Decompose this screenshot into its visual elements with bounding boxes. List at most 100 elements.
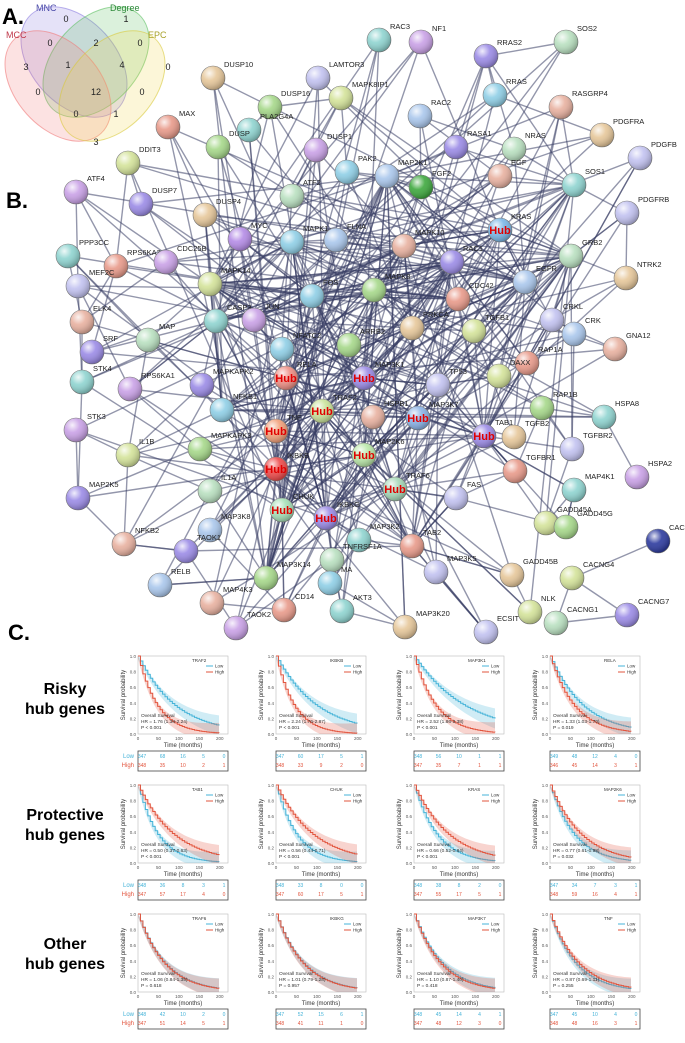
network-node-mapk14[interactable]: MAPK14 — [197, 266, 251, 297]
network-node-map4k3[interactable]: MAP4K3 — [199, 585, 253, 616]
network-node-cd14[interactable]: CD14 — [271, 592, 314, 623]
network-node-ddit3[interactable]: DDIT3 — [115, 145, 161, 176]
network-node-mapk10[interactable]: MAPK10 — [391, 228, 445, 259]
network-node-fos[interactable]: FOS — [299, 278, 338, 309]
network-node-rps6ka1[interactable]: RPS6KA1 — [117, 371, 175, 402]
network-node-rac3[interactable]: RAC3 — [366, 22, 410, 53]
network-node-max[interactable]: MAX — [155, 109, 195, 140]
network-node-arrb2[interactable]: ARRB2 — [336, 327, 385, 358]
network-node-mapk8[interactable]: MAPK8 — [361, 272, 410, 303]
network-node-mapk8ip1[interactable]: MAPK8IP1 — [328, 80, 389, 111]
network-node-stk3[interactable]: STK3 — [63, 412, 106, 443]
network-node-pla2g4a[interactable]: PLA2G4A — [236, 112, 293, 143]
network-node-rap1a[interactable]: RAP1A — [514, 345, 563, 376]
network-node-hspb1[interactable]: HSPB1 — [360, 399, 409, 430]
network-node-akt3[interactable]: AKT3 — [329, 593, 372, 624]
network-node-rac1[interactable]: RAC1 — [439, 244, 483, 275]
network-node-tab2[interactable]: TAB2 — [399, 528, 441, 559]
network-node-sos2[interactable]: SOS2 — [553, 24, 597, 55]
network-node-ntrk2[interactable]: NTRK2 — [613, 260, 662, 291]
network-node-nf1[interactable]: NF1 — [408, 24, 446, 55]
network-node-cacng1[interactable]: CACNG1 — [543, 605, 598, 636]
network-node-mapk1[interactable]: MAPK1 — [279, 224, 328, 255]
network-node-rasgrp4[interactable]: RASGRP4 — [548, 89, 608, 120]
network-node-stk4[interactable]: STK4 — [69, 364, 112, 395]
network-node-jun[interactable]: JUN — [241, 302, 280, 333]
network-node-cacng7[interactable]: CACNG7 — [614, 597, 669, 628]
network-node-map3k5[interactable]: MAP3K5 — [423, 554, 477, 585]
network-node-cacng6[interactable]: CACNG6 — [645, 523, 685, 554]
network-node-casp3[interactable]: CASP3 — [203, 303, 252, 334]
network-node-fas[interactable]: FAS — [443, 480, 481, 511]
network-node-il1b[interactable]: IL1B — [115, 437, 154, 468]
network-node-atf2[interactable]: ATF2 — [279, 178, 321, 209]
network-node-taok2[interactable]: TAOK2 — [223, 610, 271, 641]
network-node-map2k5[interactable]: MAP2K5 — [65, 480, 119, 511]
network-node-gadd45b[interactable]: GADD45B — [499, 557, 558, 588]
network-node-ecsit[interactable]: ECSIT — [473, 614, 520, 645]
network-node-map[interactable]: MAP — [135, 322, 175, 353]
network-node-gadd45g[interactable]: GADD45G — [553, 509, 613, 540]
network-node-tgfb2[interactable]: TGFB2 — [501, 419, 549, 450]
network-node-nras[interactable]: NRAS — [501, 131, 546, 162]
network-node-cacng4[interactable]: CACNG4 — [559, 560, 614, 591]
network-node-sos1[interactable]: SOS1 — [561, 167, 605, 198]
network-node-nfkb2[interactable]: NFKB2 — [111, 526, 159, 557]
network-node-map3k20[interactable]: MAP3K20 — [392, 609, 450, 640]
network-node-ma[interactable]: MA — [317, 565, 352, 596]
network-node-dusp7[interactable]: DUSP7 — [128, 186, 177, 217]
network-node-mapkapk3[interactable]: MAPKAPK3 — [187, 431, 251, 462]
network-node-dusp10[interactable]: DUSP10 — [200, 60, 253, 91]
network-node-tp53[interactable]: TP53 — [425, 367, 467, 398]
network-node-nfatc2[interactable]: NFATC2 — [269, 331, 321, 362]
network-node-egf[interactable]: EGF — [487, 158, 527, 189]
network-node-dusp1[interactable]: DUSP1 — [303, 132, 352, 163]
network-node-dusp[interactable]: DUSP — [205, 129, 250, 160]
network-node-flna[interactable]: FLNA — [323, 222, 366, 253]
network-node-map3k2[interactable]: MAP3K2 — [346, 522, 400, 553]
network-node-prkca[interactable]: PRKCA — [399, 310, 449, 341]
network-node-relb[interactable]: RELB — [147, 567, 191, 598]
network-node-rasa1[interactable]: RASA1 — [443, 129, 492, 160]
network-node-rac2[interactable]: RAC2 — [407, 98, 451, 129]
network-node-tgfbr1[interactable]: TGFBR1 — [502, 453, 556, 484]
network-node-pdgfra[interactable]: PDGFRA — [589, 117, 644, 148]
network-node-rras[interactable]: RRAS — [482, 77, 527, 108]
network-node-map3k8[interactable]: MAP3K8 — [197, 512, 251, 543]
network-node-pdgfrb[interactable]: PDGFRB — [614, 195, 669, 226]
network-node-nlk[interactable]: NLK — [517, 594, 556, 625]
network-node-rps6ka3[interactable]: RPS6KA3 — [103, 248, 161, 279]
network-node-tgfbr2[interactable]: TGFBR2 — [559, 431, 613, 462]
network-node-daxx[interactable]: DAXX — [486, 358, 530, 389]
network-node-fgf2[interactable]: FGF2 — [408, 169, 451, 200]
network-node-crkl[interactable]: CRKL — [539, 302, 583, 333]
network-node-nfkb1[interactable]: NFKB1 — [209, 392, 257, 423]
network-node-mef2c[interactable]: MEF2C — [65, 268, 115, 299]
network-node-dusp16[interactable]: DUSP16 — [257, 89, 310, 120]
network-node-taok1[interactable]: TAOK1 — [173, 533, 221, 564]
network-node-crk[interactable]: CRK — [561, 316, 601, 347]
network-node-cdc25b[interactable]: CDC25B — [153, 244, 207, 275]
network-node-lamtor3[interactable]: LAMTOR3 — [305, 60, 364, 91]
network-node-myc[interactable]: MYC — [227, 221, 268, 252]
network-node-tnfrsf1a[interactable]: TNFRSF1A — [319, 542, 382, 573]
network-node-dusp4[interactable]: DUSP4 — [192, 197, 241, 228]
network-node-hspa2[interactable]: HSPA2 — [624, 459, 672, 490]
network-node-gna12[interactable]: GNA12 — [602, 331, 651, 362]
network-node-pak2[interactable]: PAK2 — [334, 154, 377, 185]
network-node-cdc42[interactable]: CDC42 — [445, 281, 494, 312]
network-node-atf4[interactable]: ATF4 — [63, 174, 105, 205]
network-node-map2k1[interactable]: MAP2K1 — [374, 158, 428, 189]
network-node-mapkapk2[interactable]: MAPKAPK2 — [189, 367, 253, 398]
network-node-rras2[interactable]: RRAS2 — [473, 38, 522, 69]
